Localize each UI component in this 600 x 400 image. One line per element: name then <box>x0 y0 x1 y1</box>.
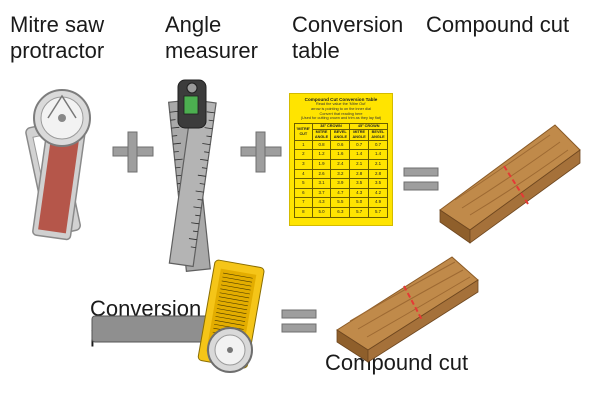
table-cell: 1.9 <box>311 158 332 170</box>
table-cell: 2.6 <box>311 168 332 180</box>
label-conversion-table: Conversion table <box>292 12 404 63</box>
table-cell: 2 <box>294 149 313 160</box>
equals-icon-1 <box>403 167 439 191</box>
table-cell: 8 <box>294 206 313 218</box>
label-angle-measurer: Angle measurer <box>165 12 258 63</box>
table-cell: 0.7 <box>349 139 370 151</box>
table-cell: 1 <box>294 139 313 151</box>
equals-icon-2 <box>281 309 317 333</box>
table-cell: 4.9 <box>368 197 388 208</box>
subheader-mitre: MITRE ANGLE <box>349 128 370 141</box>
table-cell: 2.8 <box>349 168 370 180</box>
label-compound-cut-top: Compound cut <box>426 12 570 37</box>
table-note: Read the value the 'Mitre Out' <box>316 102 366 107</box>
table-cell: 2.4 <box>330 158 351 170</box>
table-cell: 3.9 <box>330 178 351 189</box>
header-mitre-cut: 'MITRE' CUT <box>294 122 313 141</box>
compound-cut-board-top <box>439 124 581 244</box>
table-note: Convert that reading here <box>319 111 363 116</box>
table-title: Compound Cut Conversion Table <box>304 97 378 102</box>
table-cell: 1.6 <box>330 149 351 160</box>
table-cell: 5.0 <box>311 206 332 218</box>
table-cell: 6 <box>294 187 313 199</box>
table-cell: 1.2 <box>311 149 332 160</box>
table-cell: 3 <box>294 158 313 170</box>
table-note: arrow is pointing to on the inner dial <box>311 107 371 111</box>
table-cell: 4.7 <box>330 187 351 199</box>
table-cell: 4.3 <box>311 197 332 208</box>
subheader-bevel: BEVEL ANGLE <box>330 128 351 141</box>
table-cell: 5.0 <box>349 197 370 208</box>
conversion-protractor-illustration <box>91 259 265 373</box>
plus-icon-2 <box>240 131 282 173</box>
table-cell: 5.5 <box>330 197 351 208</box>
table-cell: 1.4 <box>368 149 388 160</box>
table-cell: 0.8 <box>311 139 332 151</box>
label-mitre-saw-protractor: Mitre saw protractor <box>10 12 105 63</box>
table-cell: 5 <box>294 178 313 189</box>
table-cell: 7 <box>294 197 313 208</box>
table-cell: 2.8 <box>368 168 388 180</box>
table-cell: 5.7 <box>349 206 370 218</box>
table-cell: 0.7 <box>368 139 388 151</box>
table-cell: 4.2 <box>368 187 388 199</box>
table-cell: 1.4 <box>349 149 370 160</box>
table-cell: 4.3 <box>349 187 370 199</box>
mitre-saw-protractor-illustration <box>25 89 91 241</box>
table-cell: 0.6 <box>330 139 351 151</box>
table-cell: 3.7 <box>311 187 332 199</box>
conversion-table-card: Compound Cut Conversion Table Read the v… <box>289 93 393 226</box>
table-cell: 2.1 <box>349 158 370 170</box>
table-cell: 2.1 <box>368 158 388 170</box>
table-cell: 3.1 <box>311 178 332 189</box>
table-note: (Used for cutting crown and trim as they… <box>300 116 382 121</box>
table-cell: 3.2 <box>330 168 351 180</box>
table-cell: 6.3 <box>330 206 351 218</box>
label-compound-cut-bottom: Compound cut <box>325 350 469 375</box>
table-cell: 3.5 <box>349 178 370 189</box>
table-cell: 5.7 <box>368 206 388 218</box>
angle-measurer-illustration <box>167 79 217 273</box>
table-cell: 3.5 <box>368 178 388 189</box>
plus-icon-1 <box>112 131 154 173</box>
conversion-grid: 'MITRE' CUT 38° CROWN 45° CROWN MITRE AN… <box>294 122 388 218</box>
subheader-bevel: BEVEL ANGLE <box>368 128 388 141</box>
subheader-mitre: MITRE ANGLE <box>311 128 332 141</box>
table-cell: 4 <box>294 168 313 180</box>
compound-cut-board-bottom <box>336 256 479 363</box>
